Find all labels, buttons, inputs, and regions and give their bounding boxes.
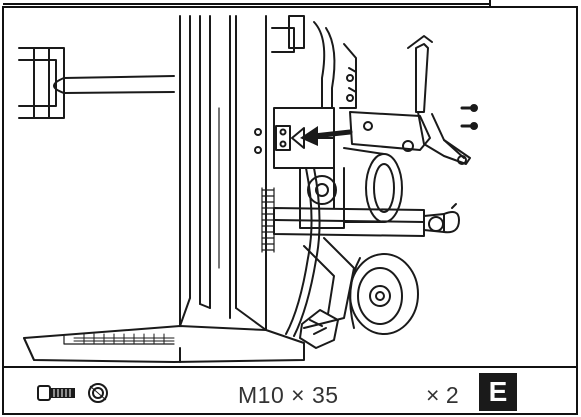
log-splitter-illustration	[18, 15, 478, 363]
loose-bolts	[460, 104, 478, 130]
return-spring	[261, 187, 275, 253]
hydraulic-hose	[285, 167, 321, 337]
fastener-quantity-label: × 2	[426, 382, 459, 408]
mounting-bracket	[254, 125, 291, 154]
step-frame	[2, 6, 578, 415]
step-letter-badge: E	[479, 373, 517, 411]
base-plate	[23, 325, 305, 363]
stabilizer-foot	[299, 309, 339, 349]
engine-pulley	[299, 147, 403, 229]
left-handle-frame	[18, 47, 175, 119]
hex-bolt-icon	[37, 385, 75, 401]
vertical-beam	[179, 15, 267, 331]
parts-footer: M10 × 35 × 2 E	[4, 366, 576, 415]
top-rule	[3, 0, 491, 5]
washer-icon	[88, 383, 108, 403]
tow-hitch	[423, 203, 460, 234]
direction-arrow-icon	[300, 126, 353, 146]
fastener-size-label: M10 × 35	[238, 382, 339, 408]
fastener-icons	[37, 383, 108, 403]
lever-handle-assembly	[349, 35, 471, 165]
wheel	[349, 253, 419, 335]
chassis-beam	[273, 207, 425, 329]
top-rule-tick	[489, 0, 491, 8]
